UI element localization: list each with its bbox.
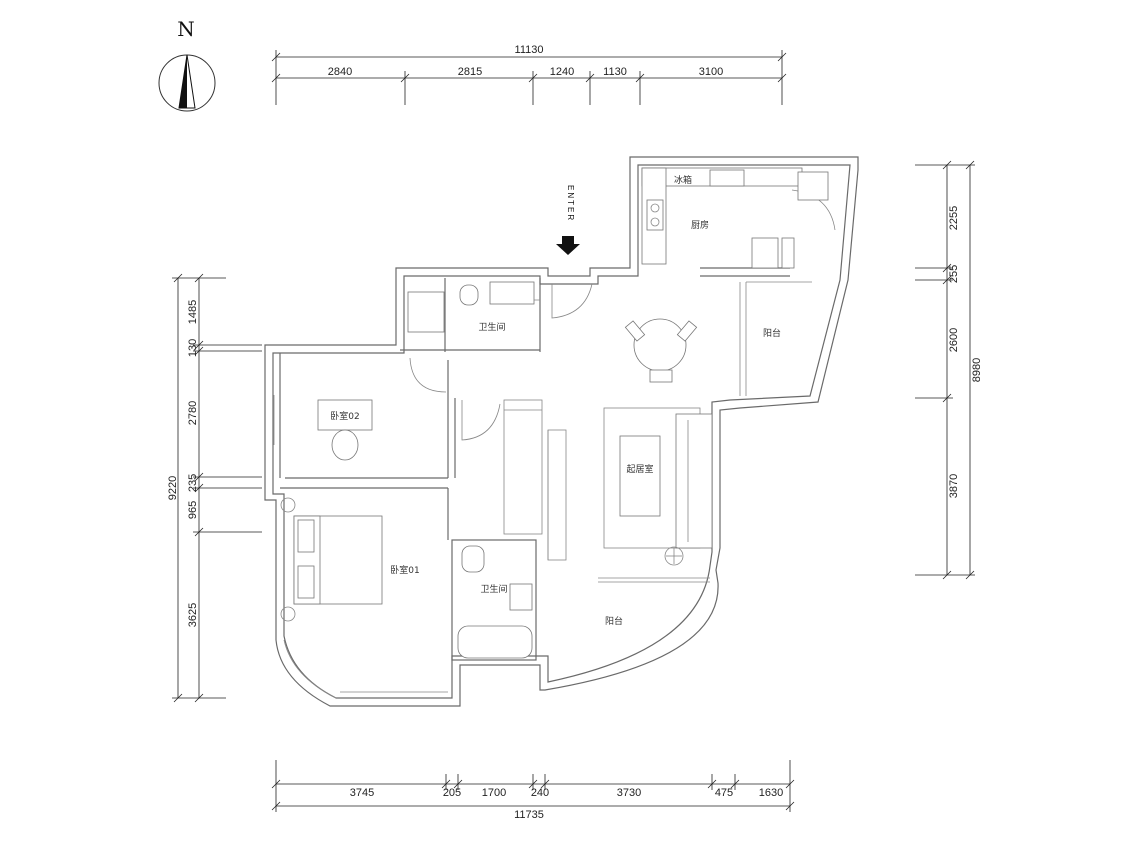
left-dimension-line: 9220 1485 130 2780 235 965 3625 [167, 273, 262, 703]
right-dimension-line: 2255 255 2600 3870 8980 [915, 160, 983, 580]
bottom-dim-5: 3730 [617, 787, 641, 799]
bottom-dim-1: 3745 [350, 787, 374, 799]
right-dim-4: 3870 [948, 474, 960, 498]
north-label: N [177, 17, 195, 41]
bedroom-02-label: 卧室02 [330, 410, 359, 422]
right-dim-1: 2255 [948, 206, 960, 230]
kitchen-label: 厨房 [691, 219, 709, 231]
left-dim-6: 3625 [187, 603, 199, 627]
north-compass: N [158, 17, 216, 112]
bottom-dim-2: 205 [443, 787, 461, 799]
right-dim-2: 255 [948, 265, 960, 283]
left-dim-3: 2780 [187, 401, 199, 425]
bedroom-02: 卧室02 [273, 395, 373, 461]
bathroom-bottom: 卫生间 [457, 545, 533, 659]
doors [409, 174, 836, 441]
bottom-dim-6: 475 [715, 787, 733, 799]
living-room: 起居室 [603, 407, 713, 566]
bottom-dim-4: 240 [531, 787, 549, 799]
top-dim-3: 1240 [550, 66, 574, 78]
balcony-south-label: 阳台 [605, 615, 623, 627]
bottom-dim-3: 1700 [482, 787, 506, 799]
exterior-walls [264, 156, 859, 707]
balcony-east-label: 阳台 [763, 327, 781, 339]
left-dim-5: 965 [187, 501, 199, 519]
bedroom-01: 卧室01 [280, 497, 448, 699]
stove-icon [646, 199, 664, 231]
top-total-dim: 11130 [515, 44, 544, 56]
top-dim-5: 3100 [699, 66, 723, 78]
bottom-total-dim: 11735 [514, 809, 544, 821]
entry-arrow-icon [556, 236, 580, 255]
top-dim-4: 1130 [603, 66, 627, 78]
top-dim-1: 2840 [328, 66, 352, 78]
dining-table [624, 318, 698, 383]
bedroom-01-label: 卧室01 [390, 564, 419, 576]
left-dim-1: 1485 [187, 300, 199, 324]
living-room-label: 起居室 [626, 463, 653, 475]
bathroom-bottom-label: 卫生间 [480, 583, 507, 595]
north-arrow-icon [179, 55, 187, 108]
bottom-dimension-line: 3745 205 1700 240 3730 475 1630 11735 [271, 760, 795, 821]
bathroom-top: 卫生间 [407, 281, 535, 333]
bottom-dim-7: 1630 [759, 787, 783, 799]
entry-marker: ENTER [556, 185, 580, 255]
left-dim-2: 130 [187, 339, 199, 357]
kitchen: 冰箱 厨房 [641, 167, 829, 269]
interior-walls [279, 267, 812, 661]
top-dim-2: 2815 [458, 66, 482, 78]
bathroom-top-label: 卫生间 [478, 321, 505, 333]
entry-label: ENTER [566, 185, 575, 222]
top-dimension-line: 11130 2840 2815 1240 1130 3100 [271, 44, 787, 105]
right-total-dim: 8980 [971, 358, 983, 382]
fridge-label: 冰箱 [674, 174, 692, 186]
right-dim-3: 2600 [948, 328, 960, 352]
left-total-dim: 9220 [167, 476, 179, 500]
left-dim-4: 235 [187, 474, 199, 492]
